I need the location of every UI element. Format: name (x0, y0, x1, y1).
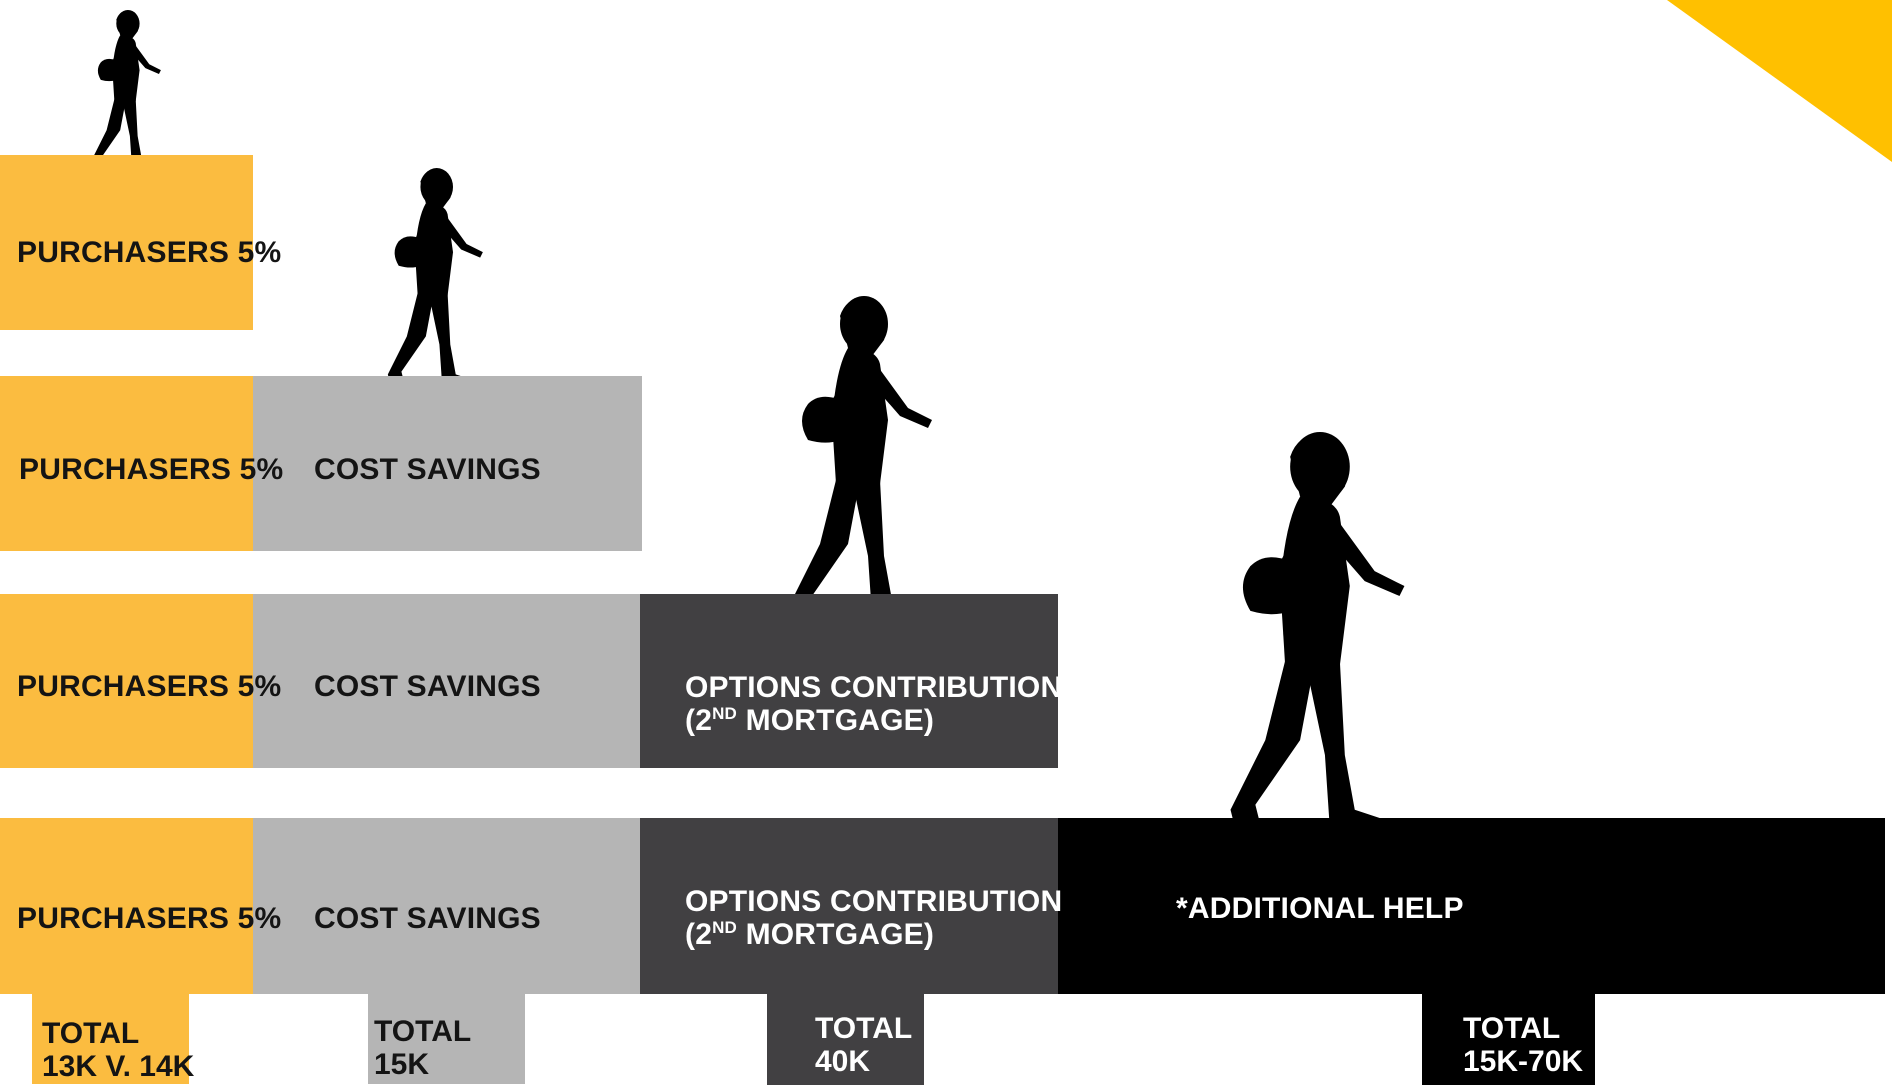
options-line-2-pre: (2 (685, 704, 713, 737)
walking-woman-icon (792, 296, 932, 616)
additional-help-label: *ADDITIONAL HELP (1176, 892, 1464, 925)
total-label-1: TOTAL 13K V. 14K (42, 1017, 194, 1083)
options-line-1: OPTIONS CONTRIBUTION (685, 671, 1063, 704)
total-title: TOTAL (815, 1012, 913, 1045)
options-line-2: (2ND MORTGAGE) (685, 918, 1062, 951)
total-tab-3 (767, 994, 924, 1085)
cost-savings-label: COST SAVINGS (314, 670, 541, 703)
options-line-2: (2ND MORTGAGE) (685, 704, 1062, 737)
options-line-2-post: MORTGAGE) (737, 918, 935, 951)
options-line-1: OPTIONS CONTRIBUTION (685, 885, 1063, 918)
options-line-2-post: MORTGAGE) (737, 704, 935, 737)
purchasers-block (0, 155, 253, 330)
cost-savings-block (253, 376, 642, 551)
cost-savings-label: COST SAVINGS (314, 453, 541, 486)
purchasers-block (0, 594, 253, 768)
options-contribution-block (640, 594, 1058, 768)
options-contribution-block (640, 818, 1058, 994)
total-title: TOTAL (374, 1015, 472, 1048)
walking-woman-icon (387, 168, 483, 386)
cost-savings-block (253, 594, 640, 768)
options-contribution-label: OPTIONS CONTRIBUTION (2ND MORTGAGE) (685, 885, 1062, 951)
total-title: TOTAL (1463, 1012, 1561, 1045)
purchasers-block (0, 818, 253, 994)
total-value: 15K-70K (1463, 1045, 1584, 1078)
total-title: TOTAL (42, 1017, 140, 1050)
walking-woman-icon (93, 10, 161, 166)
total-label-2: TOTAL 15K (374, 1015, 471, 1081)
total-value: 15K (374, 1048, 430, 1081)
total-value: 40K (815, 1045, 871, 1078)
total-label-4: TOTAL 15K-70K (1463, 1012, 1583, 1078)
options-line-2-pre: (2 (685, 918, 713, 951)
purchasers-block (0, 376, 253, 551)
purchasers-label: PURCHASERS 5% (17, 236, 282, 269)
total-tab-4 (1422, 994, 1595, 1085)
total-value: 13K V. 14K (42, 1050, 195, 1083)
cost-savings-label: COST SAVINGS (314, 902, 541, 935)
options-contribution-label: OPTIONS CONTRIBUTION (2ND MORTGAGE) (685, 671, 1062, 737)
purchasers-label: PURCHASERS 5% (17, 670, 282, 703)
options-line-2-sup: ND (712, 704, 738, 723)
options-line-2-sup: ND (712, 918, 738, 937)
total-tab-1 (32, 994, 189, 1084)
additional-help-block (1058, 818, 1885, 994)
walking-woman-icon (1230, 432, 1405, 830)
purchasers-label: PURCHASERS 5% (17, 902, 282, 935)
total-tab-2 (368, 994, 525, 1084)
cost-savings-block (253, 818, 640, 994)
purchasers-label: PURCHASERS 5% (19, 453, 284, 486)
total-label-3: TOTAL 40K (815, 1012, 912, 1078)
